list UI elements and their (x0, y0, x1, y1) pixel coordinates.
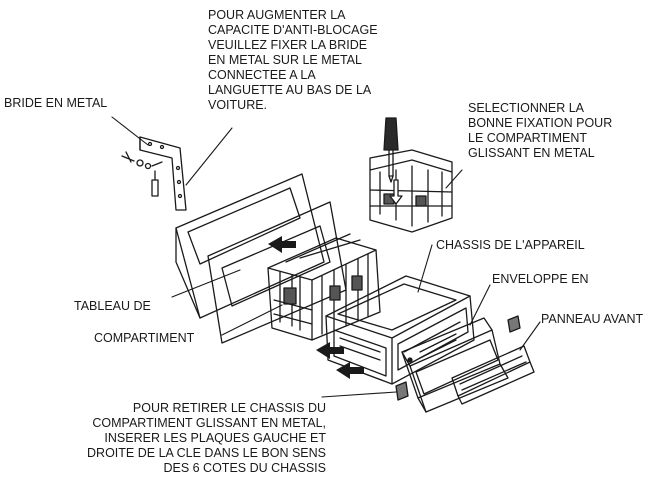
leader-lines (111, 116, 541, 398)
label-front-panel: PANNEAU AVANT (541, 312, 644, 326)
front-sleeve (401, 317, 509, 413)
insert-arrows (268, 236, 364, 379)
mounting-detail-inset (369, 149, 453, 233)
trim-panel (207, 201, 347, 344)
label-metal-bracket: BRIDE EN METAL (4, 96, 108, 110)
top-instruction-note: POUR AUGMENTER LA CAPACITE D'ANTI-BLOCAG… (208, 8, 378, 112)
label-compartment: COMPARTIMENT (94, 331, 195, 345)
mounting-instruction-note: SELECTIONNER LA BONNE FIXATION POUR LE C… (468, 101, 613, 160)
screws-icon (121, 151, 163, 197)
label-sleeve: ENVELOPPE EN (492, 272, 589, 286)
metal-sleeve-cage (267, 233, 381, 341)
radio-chassis (325, 275, 475, 385)
screwdriver-icon (383, 117, 399, 183)
dashboard-frame (175, 173, 325, 319)
removal-instruction-note: POUR RETIRER LE CHASSIS DU COMPARTIMENT … (87, 401, 326, 475)
front-panel (451, 345, 535, 405)
release-key-icon (395, 315, 521, 401)
label-dash-panel: TABLEAU DE (74, 299, 151, 313)
metal-bracket (139, 136, 187, 211)
label-chassis: CHASSIS DE L'APPAREIL (436, 238, 585, 252)
